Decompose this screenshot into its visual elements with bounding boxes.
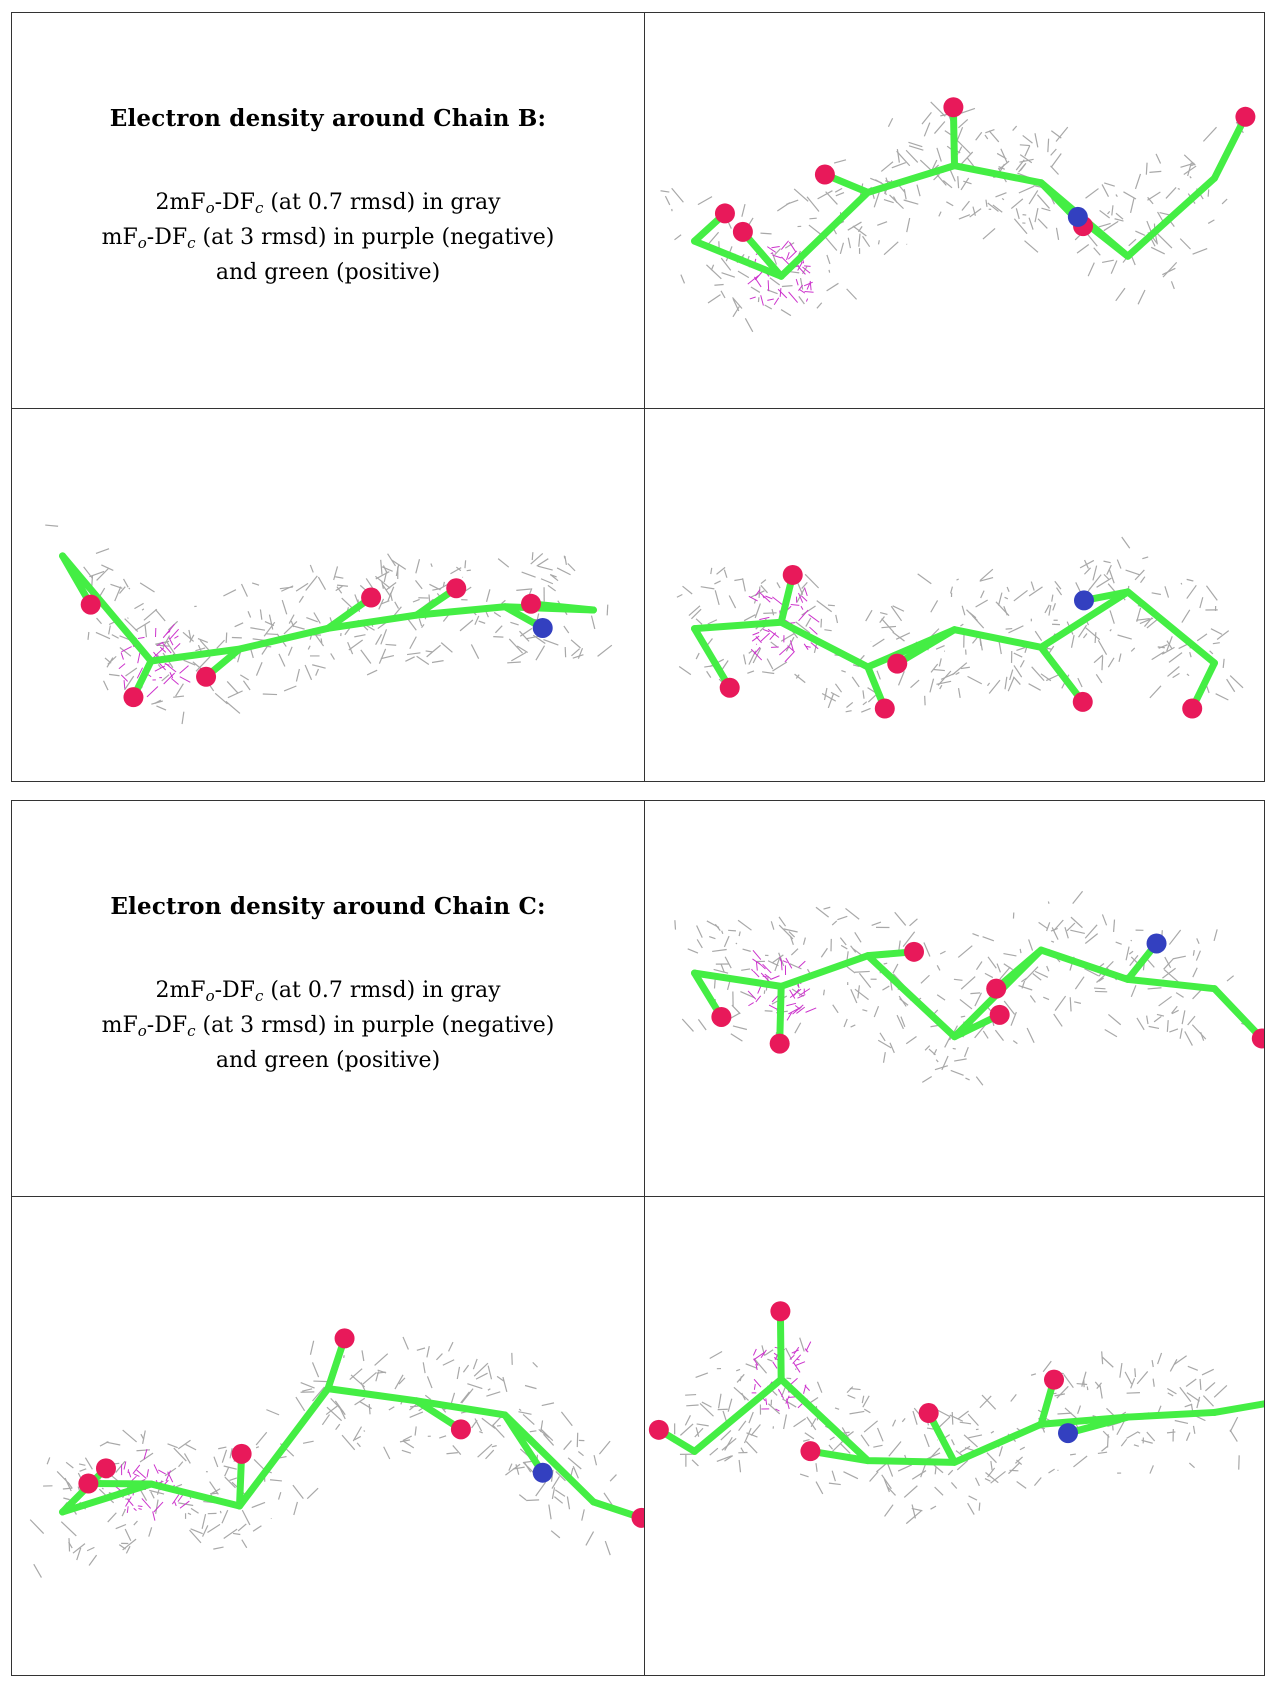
density-mesh-2fofc — [674, 890, 1255, 1086]
density-mesh-2fofc — [672, 1337, 1240, 1525]
atoms — [711, 933, 1264, 1054]
chain-b-view-1 — [645, 13, 1264, 408]
ligand-sticks — [691, 103, 1249, 280]
legend-line-2fofc: 2mFo-DFc (at 0.7 rmsd) in gray — [155, 190, 501, 217]
molecule-image-chain-c-view-3 — [648, 1301, 1264, 1525]
legend-line-2fofc: 2mFo-DFc (at 0.7 rmsd) in gray — [155, 978, 501, 1005]
row-divider — [12, 408, 1264, 409]
legend-line-fofc: mFo-DFc (at 3 rmsd) in purple (negative) — [101, 1013, 555, 1040]
atoms — [714, 97, 1256, 242]
row-divider — [12, 1196, 1264, 1197]
atoms — [719, 564, 1203, 719]
chain-c-table: Electron density around Chain C: 2mFo-DF… — [11, 800, 1265, 1676]
chain-c-view-2 — [12, 1197, 644, 1675]
molecule-image-chain-c-view-1 — [674, 890, 1264, 1086]
column-divider — [644, 801, 645, 1675]
chain-c-view-1 — [645, 801, 1264, 1196]
molecule-image-chain-b-view-1 — [660, 97, 1256, 333]
chain-c-view-3 — [645, 1197, 1264, 1675]
chain-b-table: Electron density around Chain B: 2mFo-DF… — [11, 12, 1265, 782]
column-divider — [644, 13, 645, 781]
molecule-image-chain-b-view-3 — [676, 536, 1244, 719]
chain-b-view-3 — [645, 409, 1264, 781]
legend-line-positive: and green (positive) — [215, 260, 441, 285]
molecule-image-chain-c-view-2 — [29, 1328, 644, 1578]
atoms — [78, 1328, 644, 1528]
chain-c-heading: Electron density around Chain C: — [110, 893, 546, 920]
chain-c-caption: Electron density around Chain C: 2mFo-DF… — [12, 801, 644, 1196]
atoms — [648, 1301, 1079, 1462]
legend-line-fofc: mFo-DFc (at 3 rmsd) in purple (negative) — [101, 225, 555, 252]
ligand-sticks — [691, 571, 1218, 713]
density-mesh-negative — [747, 949, 817, 1021]
molecule-image-chain-b-view-2 — [45, 524, 613, 725]
chain-b-heading: Electron density around Chain B: — [109, 105, 547, 132]
chain-b-caption: Electron density around Chain B: 2mFo-DF… — [12, 13, 644, 408]
atoms — [80, 578, 553, 708]
legend-line-positive: and green (positive) — [215, 1048, 441, 1073]
chain-b-view-2 — [12, 409, 644, 781]
